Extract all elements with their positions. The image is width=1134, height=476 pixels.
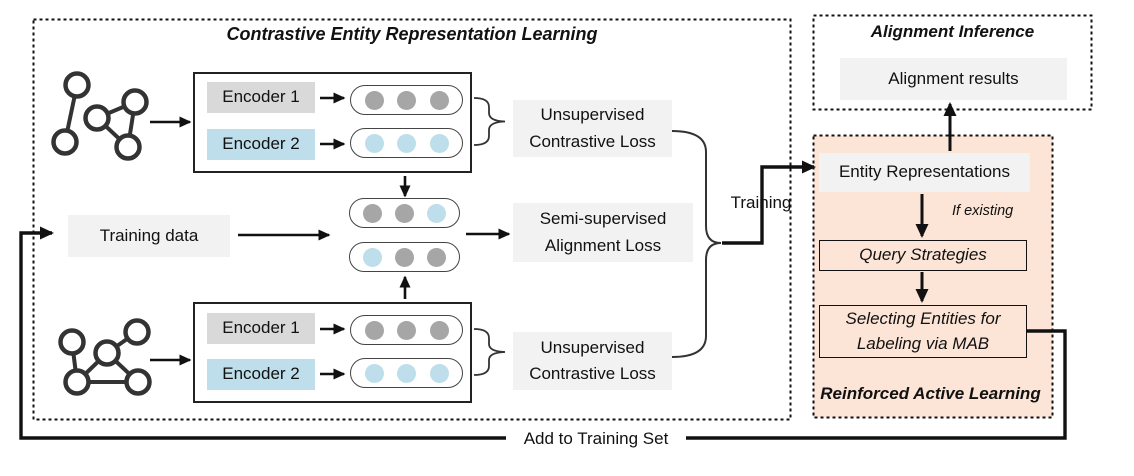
encoder2-label-kg1: Encoder 2: [207, 129, 315, 160]
embedding-pill-kg2-enc2: [350, 358, 463, 388]
entity-representations-label: Entity Representations: [819, 153, 1030, 192]
blue-embedding-circle: [363, 247, 382, 267]
training-flow-arrow: [722, 160, 816, 245]
if-existing-label: If existing: [952, 202, 1014, 219]
knowledge-graph2-icon: [58, 318, 152, 396]
gray-embedding-circle: [429, 90, 449, 110]
embedding-pill-kg1-enc2: [350, 128, 463, 158]
arrows: [150, 92, 511, 380]
query-strategies-box: Query Strategies: [819, 240, 1027, 271]
training-flow-label: Training: [730, 192, 792, 212]
blue-embedding-circle: [427, 203, 446, 223]
embedding-pill-kg2-enc1: [350, 315, 463, 345]
embedding-pill-merged-top: [349, 198, 460, 228]
unsupervised-loss-top-label: Unsupervised Contrastive Loss: [513, 100, 672, 157]
gray-embedding-circle: [364, 90, 384, 110]
add-to-training-set-label: Add to Training Set: [506, 427, 686, 452]
gray-embedding-circle: [395, 203, 414, 223]
brace-kg1-loss: [473, 97, 506, 146]
gray-embedding-circle: [395, 247, 414, 267]
embedding-pill-merged-bottom: [349, 242, 460, 272]
unsupervised-loss-bottom-label: Unsupervised Contrastive Loss: [513, 332, 672, 390]
gray-embedding-circle: [427, 247, 446, 267]
gray-embedding-circle: [364, 320, 384, 340]
contrastive-learning-box: [32, 18, 792, 421]
flow-lines: [19, 160, 1067, 440]
embedding-pill-kg1-enc1: [350, 85, 463, 115]
feedback-line-right: [684, 329, 1067, 440]
reinforced-active-learning-title: Reinforced Active Learning: [820, 384, 1041, 403]
brace-kg2-loss: [473, 328, 506, 376]
brace-losses-merge: [671, 130, 722, 358]
training-data-label: Training data: [68, 215, 230, 257]
alignment-inference-title: Alignment Inference: [870, 22, 1035, 41]
gray-embedding-circle: [363, 203, 382, 223]
feedback-line-left: [19, 226, 508, 440]
encoder2-label-kg2: Encoder 2: [207, 359, 315, 390]
blue-embedding-circle: [429, 133, 449, 153]
encoder1-label-kg2: Encoder 1: [207, 313, 315, 344]
blue-embedding-circle: [364, 363, 384, 383]
knowledge-graph1-icon: [51, 71, 149, 161]
semi-supervised-loss-label: Semi-supervised Alignment Loss: [513, 203, 693, 262]
ral-arrows: [915, 102, 957, 303]
gray-embedding-circle: [429, 320, 449, 340]
blue-embedding-circle: [397, 133, 416, 153]
blue-embedding-circle: [397, 363, 416, 383]
encoder1-label-kg1: Encoder 1: [207, 82, 315, 113]
blue-embedding-circle: [429, 363, 449, 383]
blue-embedding-circle: [364, 133, 384, 153]
selecting-entities-box: Selecting Entities for Labeling via MAB: [819, 305, 1027, 358]
gray-embedding-circle: [397, 320, 416, 340]
gray-embedding-circle: [397, 90, 416, 110]
alignment-results-label: Alignment results: [840, 58, 1067, 100]
contrastive-learning-title: Contrastive Entity Representation Learni…: [226, 24, 598, 44]
